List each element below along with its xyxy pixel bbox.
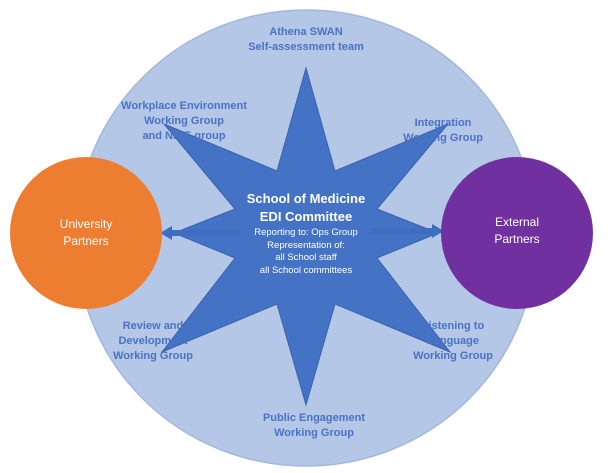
integration-label: Integration Working Group bbox=[403, 116, 483, 146]
external-partners-circle bbox=[441, 157, 593, 309]
external-partners-line1: External bbox=[494, 215, 540, 229]
center-title: School of Medicine EDI Committee bbox=[247, 190, 365, 226]
university-partners-line1: University bbox=[59, 217, 113, 231]
listening-line1: Listening to bbox=[421, 320, 485, 332]
center-title-line2: EDI Committee bbox=[259, 209, 353, 224]
public-engagement-label: Public Engagement Working Group bbox=[263, 411, 365, 441]
workplace-line2: Working Group bbox=[144, 115, 224, 127]
center-rep-committees: all School committees bbox=[259, 264, 353, 276]
center-title-line1: School of Medicine bbox=[246, 191, 366, 206]
review-line2: Development bbox=[118, 335, 188, 347]
university-partners-line2: Partners bbox=[63, 234, 109, 248]
review-line1: Review and bbox=[122, 320, 184, 332]
workplace-line3: and NICE group bbox=[142, 130, 226, 142]
review-line3: Working Group bbox=[113, 350, 193, 362]
external-partners-label: External Partners bbox=[494, 214, 539, 248]
center-representation: Representation of: bbox=[267, 239, 345, 251]
university-partners-circle bbox=[10, 157, 162, 309]
review-development-label: Review and Development Working Group bbox=[113, 319, 193, 364]
center-details: Reporting to: Ops Group Representation o… bbox=[254, 227, 358, 277]
athena-swan-line2: Self-assessment team bbox=[248, 41, 364, 53]
athena-swan-label: Athena SWAN Self-assessment team bbox=[248, 25, 364, 55]
integration-line1: Integration bbox=[414, 117, 472, 129]
athena-swan-line1: Athena SWAN bbox=[269, 26, 343, 38]
listening-line2: Language bbox=[427, 335, 479, 347]
public-line1: Public Engagement bbox=[262, 412, 366, 424]
right-double-arrow bbox=[372, 224, 444, 238]
center-rep-staff: all School staff bbox=[275, 252, 337, 263]
external-partners-line2: Partners bbox=[494, 232, 540, 246]
center-reporting: Reporting to: Ops Group bbox=[254, 227, 358, 238]
university-partners-label: University Partners bbox=[60, 216, 113, 250]
listening-line3: Working Group bbox=[413, 350, 493, 362]
left-double-arrow bbox=[160, 226, 240, 240]
workplace-line1: Workplace Environment bbox=[121, 100, 247, 112]
workplace-environment-label: Workplace Environment Working Group and … bbox=[121, 99, 247, 144]
integration-line2: Working Group bbox=[403, 132, 483, 144]
eight-point-star bbox=[160, 66, 452, 407]
listening-language-label: Listening to Language Working Group bbox=[413, 319, 493, 364]
public-line2: Working Group bbox=[274, 427, 354, 439]
